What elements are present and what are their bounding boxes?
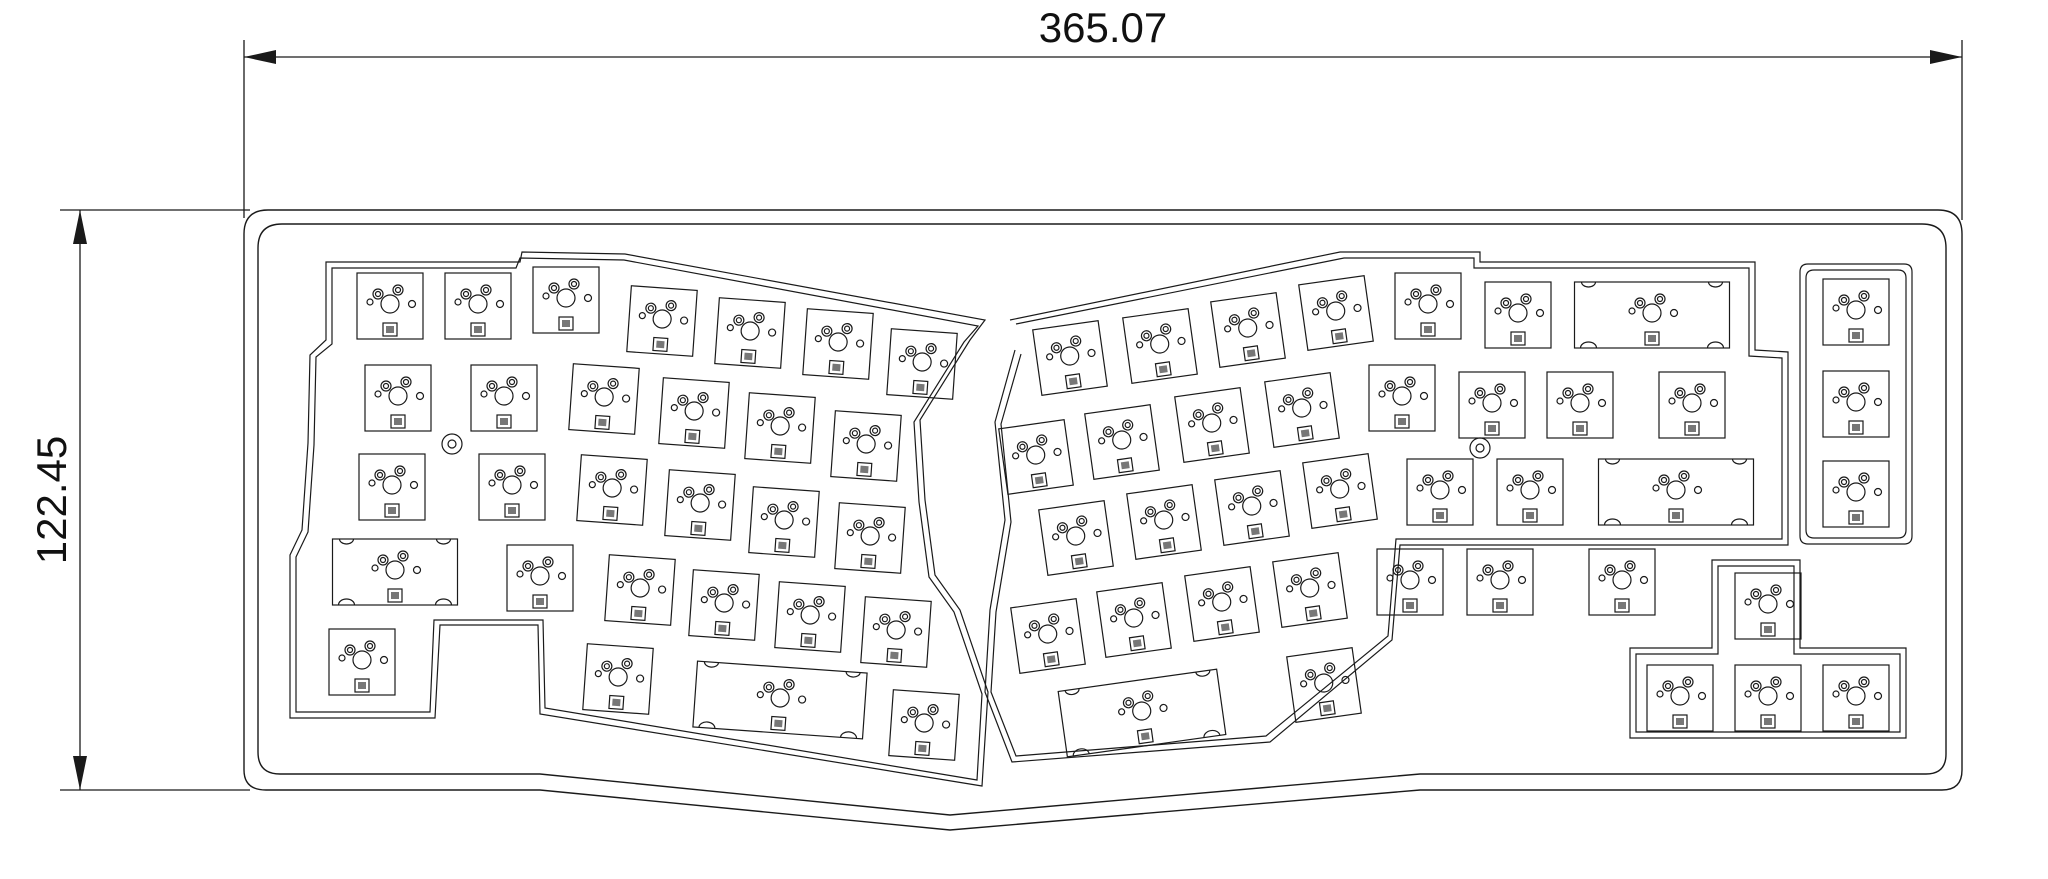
switch-cutout [576, 454, 648, 526]
switch-cutout [444, 272, 512, 340]
switch-cutout [1458, 371, 1526, 439]
switch-cutout [658, 377, 730, 449]
switch-cutout [1822, 664, 1890, 732]
switch-cutout [886, 328, 958, 400]
switch-cutout [998, 419, 1074, 495]
switch-cutout [744, 392, 816, 464]
switch-cutout [1376, 548, 1444, 616]
height-dimension-label: 122.45 [28, 436, 75, 564]
switch-cutout [626, 285, 698, 357]
width-dimension-label: 365.07 [1039, 4, 1167, 51]
switch-cutout [1822, 278, 1890, 346]
arrow-right [1930, 50, 1962, 64]
switch-cutout [1734, 664, 1802, 732]
width-dimension: 365.07 [243, 4, 1963, 220]
switch-cutout [568, 363, 640, 435]
switch-cutout [1822, 370, 1890, 438]
switch-cutout [1032, 320, 1108, 396]
switch-cutout [888, 689, 960, 761]
switch-cutout [356, 272, 424, 340]
arrow-cluster-outline [1629, 559, 1907, 739]
switch-cutout [1302, 453, 1378, 529]
switch-cutout [860, 596, 932, 668]
switch-cutout [1210, 292, 1286, 368]
switch-cutout [748, 486, 820, 558]
switch-cutout [1184, 566, 1260, 642]
switch-cutout [1484, 281, 1552, 349]
switch-cutout [1122, 308, 1198, 384]
switch-cutout [1214, 470, 1290, 546]
arrow-left [244, 50, 276, 64]
switch-cutout [1406, 458, 1474, 526]
switch-cutout [1368, 364, 1436, 432]
switch-cutout [532, 266, 600, 334]
arrow-up [73, 210, 87, 244]
switch-cutout [1264, 372, 1340, 448]
mounting-hole [441, 433, 463, 455]
left-plate-outline [289, 251, 989, 787]
switch-cutout [1588, 548, 1656, 616]
switch-cutout [714, 297, 786, 369]
switch-cutout [692, 660, 868, 740]
switch-cutout [604, 554, 676, 626]
switch-cutout [328, 628, 396, 696]
switch-cutout [1038, 500, 1114, 576]
switch-cutout [664, 469, 736, 541]
switch-cutout [1822, 460, 1890, 528]
switch-cutout [470, 364, 538, 432]
right-plate-outline [984, 251, 1789, 763]
switch-cutout [1084, 404, 1160, 480]
switch-cutout [688, 569, 760, 641]
switch-cutout [802, 308, 874, 380]
switch-cutout [1286, 647, 1362, 723]
switch-cutout [358, 453, 426, 521]
switch-cutout [1126, 484, 1202, 560]
nav-cluster-outline [1799, 263, 1913, 545]
switch-cutout [1272, 552, 1348, 628]
mounting-hole [1469, 437, 1491, 459]
switch-cutout [830, 410, 902, 482]
switch-cutout [1546, 371, 1614, 439]
arrow-down [73, 756, 87, 790]
switch-cutout [331, 538, 459, 606]
switch-cutout [834, 502, 906, 574]
switch-cutout [1466, 548, 1534, 616]
switch-cutout [478, 453, 546, 521]
switch-cutout [774, 581, 846, 653]
switch-cutout [1394, 272, 1462, 340]
switch-cutout [1057, 668, 1227, 758]
case-inner-outline [257, 223, 1947, 816]
case-outer-outline [243, 209, 1963, 831]
switch-cutout [1096, 582, 1172, 658]
switch-cutout [506, 544, 574, 612]
switch-cutout [1734, 572, 1802, 640]
switch-cutout [1573, 281, 1731, 349]
switch-cutout [1174, 387, 1250, 463]
switch-cutout [1010, 598, 1086, 674]
switch-cutout [1496, 458, 1564, 526]
height-dimension: 122.45 [28, 209, 250, 791]
switch-cutout [582, 643, 654, 715]
switch-cutouts [328, 266, 1890, 761]
switch-cutout [1597, 458, 1755, 526]
switch-cutout [1646, 664, 1714, 732]
switch-cutout [1658, 371, 1726, 439]
switch-cutout [1298, 275, 1374, 351]
switch-cutout [364, 364, 432, 432]
